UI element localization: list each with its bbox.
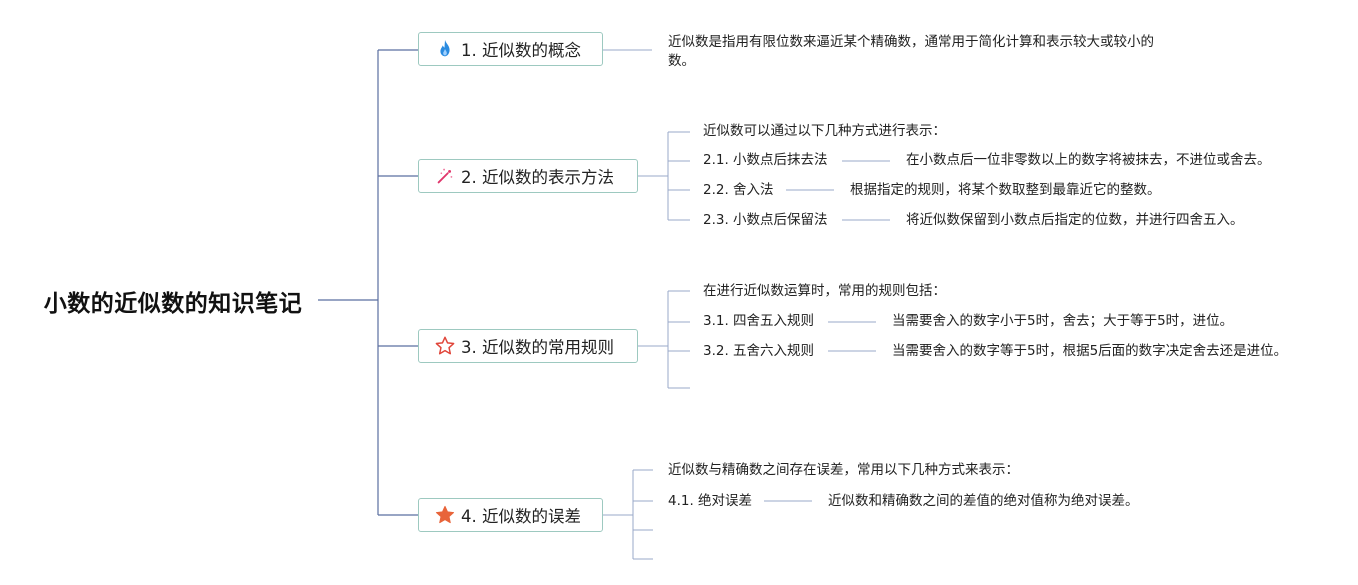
topic-3-spine bbox=[638, 291, 669, 388]
topic-1-description: 近似数是指用有限位数来逼近某个精确数，通常用于简化计算和表示较大或较小的数。 bbox=[668, 34, 1154, 69]
topic-4-intro: 近似数与精确数之间存在误差，常用以下几种方式来表示： bbox=[668, 462, 1019, 478]
topic-2-item-1-label: 2.1. 小数点后抹去法 bbox=[703, 152, 828, 168]
topic-2-item-2-desc: 根据指定的规则，将某个数取整到最靠近它的整数。 bbox=[850, 182, 1161, 198]
topic-3-item-2-desc: 当需要舍入的数字等于5时，根据5后面的数字决定舍去还是进位。 bbox=[892, 343, 1288, 359]
root-title: 小数的近似数的知识笔记 bbox=[43, 291, 303, 317]
star-outline-icon bbox=[433, 334, 457, 358]
flame-icon bbox=[433, 37, 457, 61]
topic-2-item-3-label: 2.3. 小数点后保留法 bbox=[703, 212, 828, 228]
topic-2-spine bbox=[638, 132, 669, 220]
topic-3-item-1-label: 3.1. 四舍五入规则 bbox=[703, 313, 815, 329]
topic-2[interactable]: 2. 近似数的表示方法 bbox=[418, 159, 638, 193]
topic-3-item-2-label: 3.2. 五舍六入规则 bbox=[703, 343, 815, 359]
topic-2-item-3-desc: 将近似数保留到小数点后指定的位数，并进行四舍五入。 bbox=[906, 212, 1244, 228]
topic-2-intro: 近似数可以通过以下几种方式进行表示： bbox=[703, 123, 946, 139]
topic-3[interactable]: 3. 近似数的常用规则 bbox=[418, 329, 638, 363]
topic-3-label: 3. 近似数的常用规则 bbox=[461, 338, 614, 357]
topic-1[interactable]: 1. 近似数的概念 bbox=[418, 32, 603, 66]
topic-4-spine bbox=[603, 470, 634, 559]
topic-4[interactable]: 4. 近似数的误差 bbox=[418, 498, 603, 532]
topic-4-item-1-desc: 近似数和精确数之间的差值的绝对值称为绝对误差。 bbox=[828, 493, 1139, 509]
star-filled-icon bbox=[433, 503, 457, 527]
topic-4-label: 4. 近似数的误差 bbox=[461, 507, 581, 526]
topic-2-item-2-label: 2.2. 舍入法 bbox=[703, 182, 774, 198]
root-topic[interactable]: 小数的近似数的知识笔记 bbox=[28, 280, 318, 322]
topic-2-item-1-desc: 在小数点后一位非零数以上的数字将被抹去，不进位或舍去。 bbox=[906, 152, 1271, 168]
magic-wand-icon bbox=[433, 164, 457, 188]
topic-3-item-1-desc: 当需要舍入的数字小于5时，舍去；大于等于5时，进位。 bbox=[892, 313, 1234, 329]
topic-1-label: 1. 近似数的概念 bbox=[461, 41, 581, 60]
topic-4-item-1-label: 4.1. 绝对误差 bbox=[668, 493, 753, 509]
topic-2-label: 2. 近似数的表示方法 bbox=[461, 168, 614, 187]
topic-3-intro: 在进行近似数运算时，常用的规则包括： bbox=[703, 283, 946, 299]
